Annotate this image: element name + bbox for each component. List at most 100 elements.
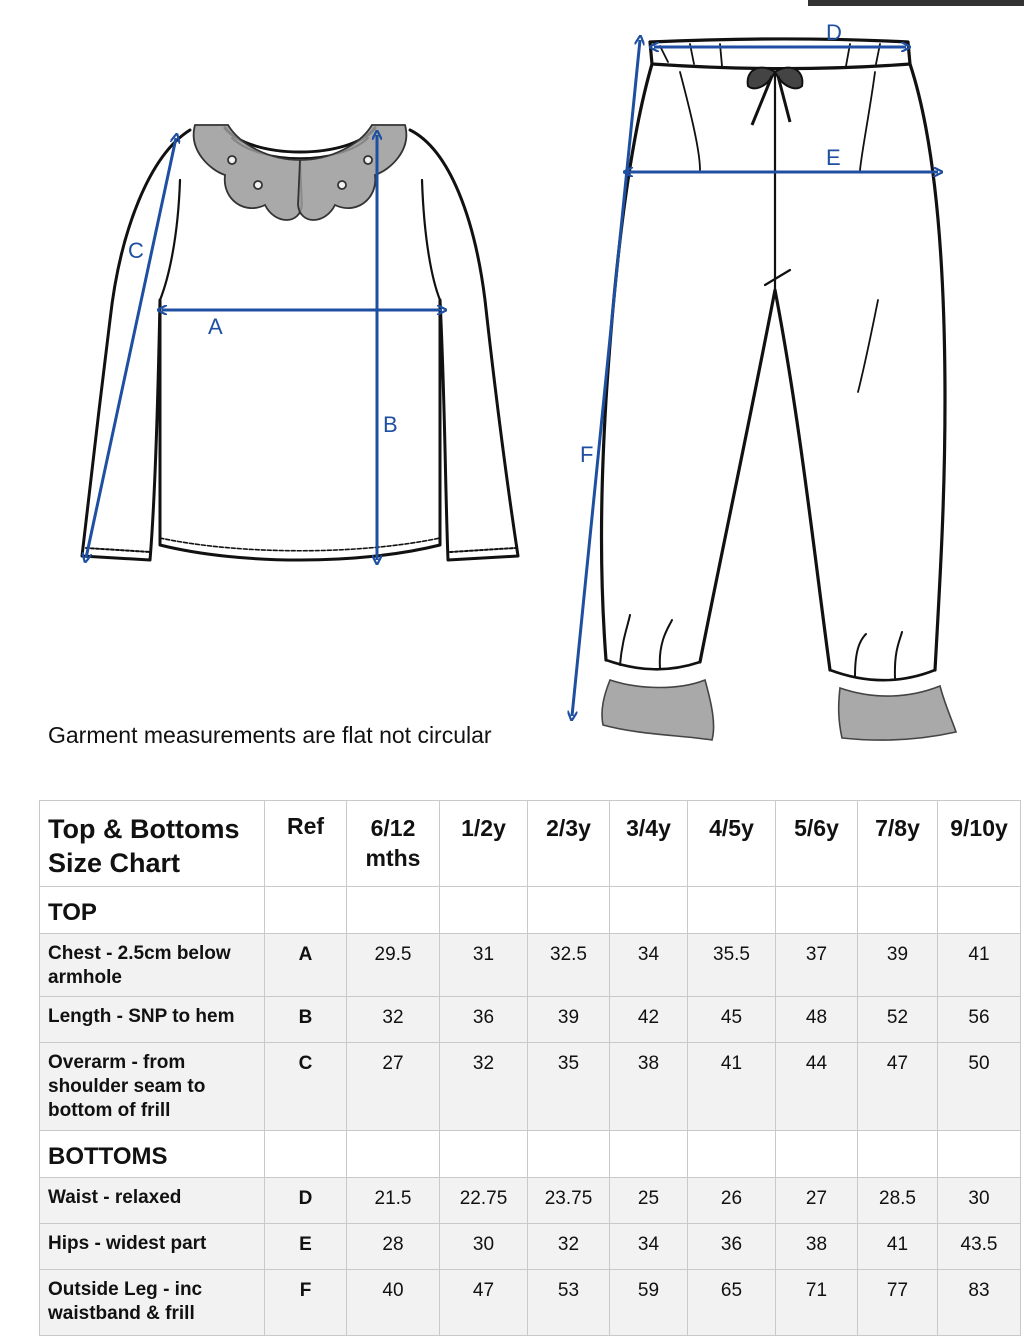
top-measure-lines	[86, 135, 442, 560]
value-cell: 59	[609, 1269, 688, 1336]
section-row: TOP	[39, 886, 1021, 934]
value-cell: 52	[857, 996, 938, 1043]
value-cell: 21.5	[346, 1177, 440, 1224]
value-cell: 26	[687, 1177, 776, 1224]
waist-bow	[746, 66, 804, 126]
empty-cell	[937, 1130, 1021, 1178]
measure-line-c	[86, 138, 176, 558]
empty-cell	[346, 1130, 440, 1178]
value-cell: 71	[775, 1269, 858, 1336]
ankle-lace-frills	[601, 678, 958, 741]
value-cell: 41	[857, 1223, 938, 1270]
section-title: TOP	[39, 886, 265, 934]
chart-title-line2: Size Chart	[48, 848, 181, 878]
measurement-label: Hips - widest part	[39, 1223, 265, 1270]
value-cell: 28.5	[857, 1177, 938, 1224]
empty-cell	[346, 886, 440, 934]
value-cell: 44	[775, 1042, 858, 1131]
chart-title: Top & Bottoms Size Chart	[39, 800, 265, 887]
value-cell: 30	[439, 1223, 528, 1270]
value-cell: 39	[527, 996, 610, 1043]
value-cell: 25	[609, 1177, 688, 1224]
value-cell: 23.75	[527, 1177, 610, 1224]
value-cell: 28	[346, 1223, 440, 1270]
value-cell: 35.5	[687, 933, 776, 997]
empty-cell	[439, 1130, 528, 1178]
value-cell: 47	[439, 1269, 528, 1336]
value-cell: 83	[937, 1269, 1021, 1336]
size-header: 3/4y	[609, 800, 688, 887]
label-e: E	[826, 145, 841, 170]
value-cell: 41	[687, 1042, 776, 1131]
value-cell: 36	[439, 996, 528, 1043]
value-cell: 38	[609, 1042, 688, 1131]
ref-cell: F	[264, 1269, 347, 1336]
value-cell: 32	[439, 1042, 528, 1131]
garment-diagram: A B C D	[80, 20, 958, 741]
value-cell: 43.5	[937, 1223, 1021, 1270]
size-header: 5/6y	[775, 800, 858, 887]
empty-cell	[687, 1130, 776, 1178]
empty-cell	[264, 1130, 347, 1178]
ref-header: Ref	[264, 800, 347, 887]
value-cell: 65	[687, 1269, 776, 1336]
measure-line-f	[572, 40, 640, 716]
empty-cell	[264, 886, 347, 934]
empty-cell	[439, 886, 528, 934]
chart-title-line1: Top & Bottoms	[48, 814, 240, 844]
value-cell: 53	[527, 1269, 610, 1336]
empty-cell	[609, 1130, 688, 1178]
value-cell: 77	[857, 1269, 938, 1336]
value-cell: 22.75	[439, 1177, 528, 1224]
value-cell: 47	[857, 1042, 938, 1131]
empty-cell	[687, 886, 776, 934]
ref-cell: A	[264, 933, 347, 997]
value-cell: 39	[857, 933, 938, 997]
size-header: 2/3y	[527, 800, 610, 887]
ref-cell: E	[264, 1223, 347, 1270]
value-cell: 36	[687, 1223, 776, 1270]
value-cell: 34	[609, 1223, 688, 1270]
value-cell: 45	[687, 996, 776, 1043]
value-cell: 35	[527, 1042, 610, 1131]
value-cell: 32.5	[527, 933, 610, 997]
value-cell: 41	[937, 933, 1021, 997]
value-cell: 27	[775, 1177, 858, 1224]
value-cell: 29.5	[346, 933, 440, 997]
value-cell: 42	[609, 996, 688, 1043]
value-cell: 30	[937, 1177, 1021, 1224]
size-header: 7/8y	[857, 800, 938, 887]
empty-cell	[937, 886, 1021, 934]
value-cell: 31	[439, 933, 528, 997]
empty-cell	[857, 886, 938, 934]
value-cell: 34	[609, 933, 688, 997]
measurement-note: Garment measurements are flat not circul…	[48, 722, 492, 748]
ref-cell: C	[264, 1042, 347, 1131]
section-row: BOTTOMS	[39, 1130, 1021, 1178]
bottoms-measure-lines	[572, 40, 938, 716]
empty-cell	[857, 1130, 938, 1178]
value-cell: 38	[775, 1223, 858, 1270]
value-cell: 50	[937, 1042, 1021, 1131]
bottoms-garment-drawing	[599, 37, 947, 682]
value-cell: 40	[346, 1269, 440, 1336]
label-c: C	[128, 238, 144, 263]
size-header: 1/2y	[439, 800, 528, 887]
empty-cell	[775, 886, 858, 934]
value-cell: 37	[775, 933, 858, 997]
ref-cell: B	[264, 996, 347, 1043]
empty-cell	[609, 886, 688, 934]
section-title: BOTTOMS	[39, 1130, 265, 1178]
label-d: D	[826, 20, 842, 45]
value-cell: 32	[346, 996, 440, 1043]
